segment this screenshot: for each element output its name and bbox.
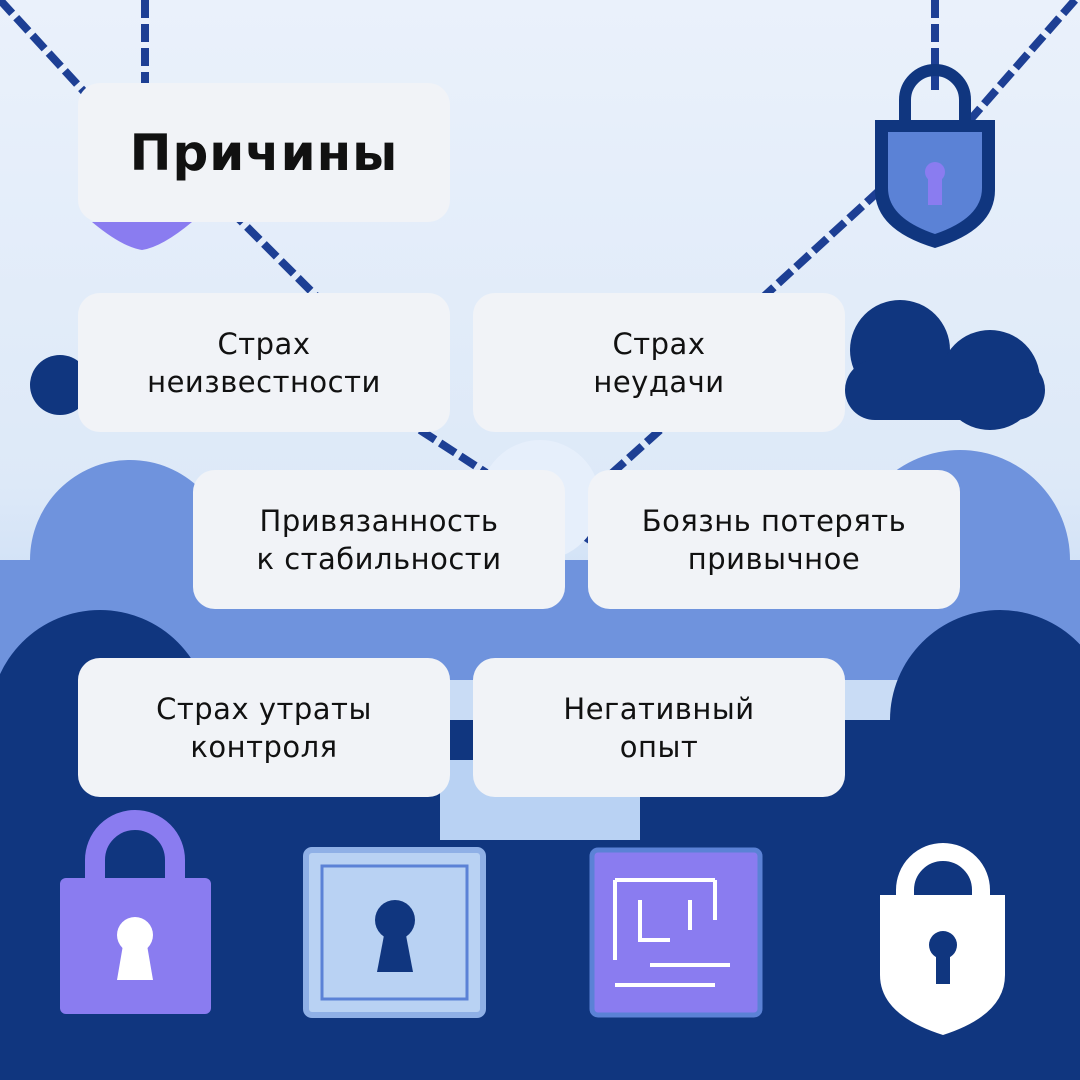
heart-shape (92, 222, 192, 250)
reason-line: к стабильности (256, 541, 502, 576)
reason-card-stability: Привязанность к стабильности (193, 470, 565, 609)
reason-card-unknown: Страх неизвестности (78, 293, 450, 432)
reason-card-failure: Страх неудачи (473, 293, 845, 432)
page-title: Причины (78, 83, 450, 222)
reason-line: Страх (217, 326, 311, 361)
keyhole-box-icon (303, 847, 486, 1018)
reason-line: привычное (687, 541, 861, 576)
reason-line: Привязанность (259, 503, 499, 538)
white-lock-icon (880, 843, 1005, 1035)
reason-line: контроля (190, 729, 338, 764)
reason-line: неудачи (593, 364, 725, 399)
reason-line: Страх утраты (156, 691, 372, 726)
reason-line: Негативный (563, 691, 755, 726)
reason-card-experience: Негативный опыт (473, 658, 845, 797)
title-text: Причины (129, 123, 399, 182)
reason-line: опыт (619, 729, 699, 764)
reason-card-control: Страх утраты контроля (78, 658, 450, 797)
shield-lock-icon (875, 64, 995, 248)
purple-lock-icon (60, 810, 211, 1014)
maze-icon (589, 847, 763, 1018)
reason-line: Боязнь потерять (641, 503, 907, 538)
reason-line: неизвестности (147, 364, 381, 399)
reason-card-familiar: Боязнь потерять привычное (588, 470, 960, 609)
reason-line: Страх (612, 326, 706, 361)
